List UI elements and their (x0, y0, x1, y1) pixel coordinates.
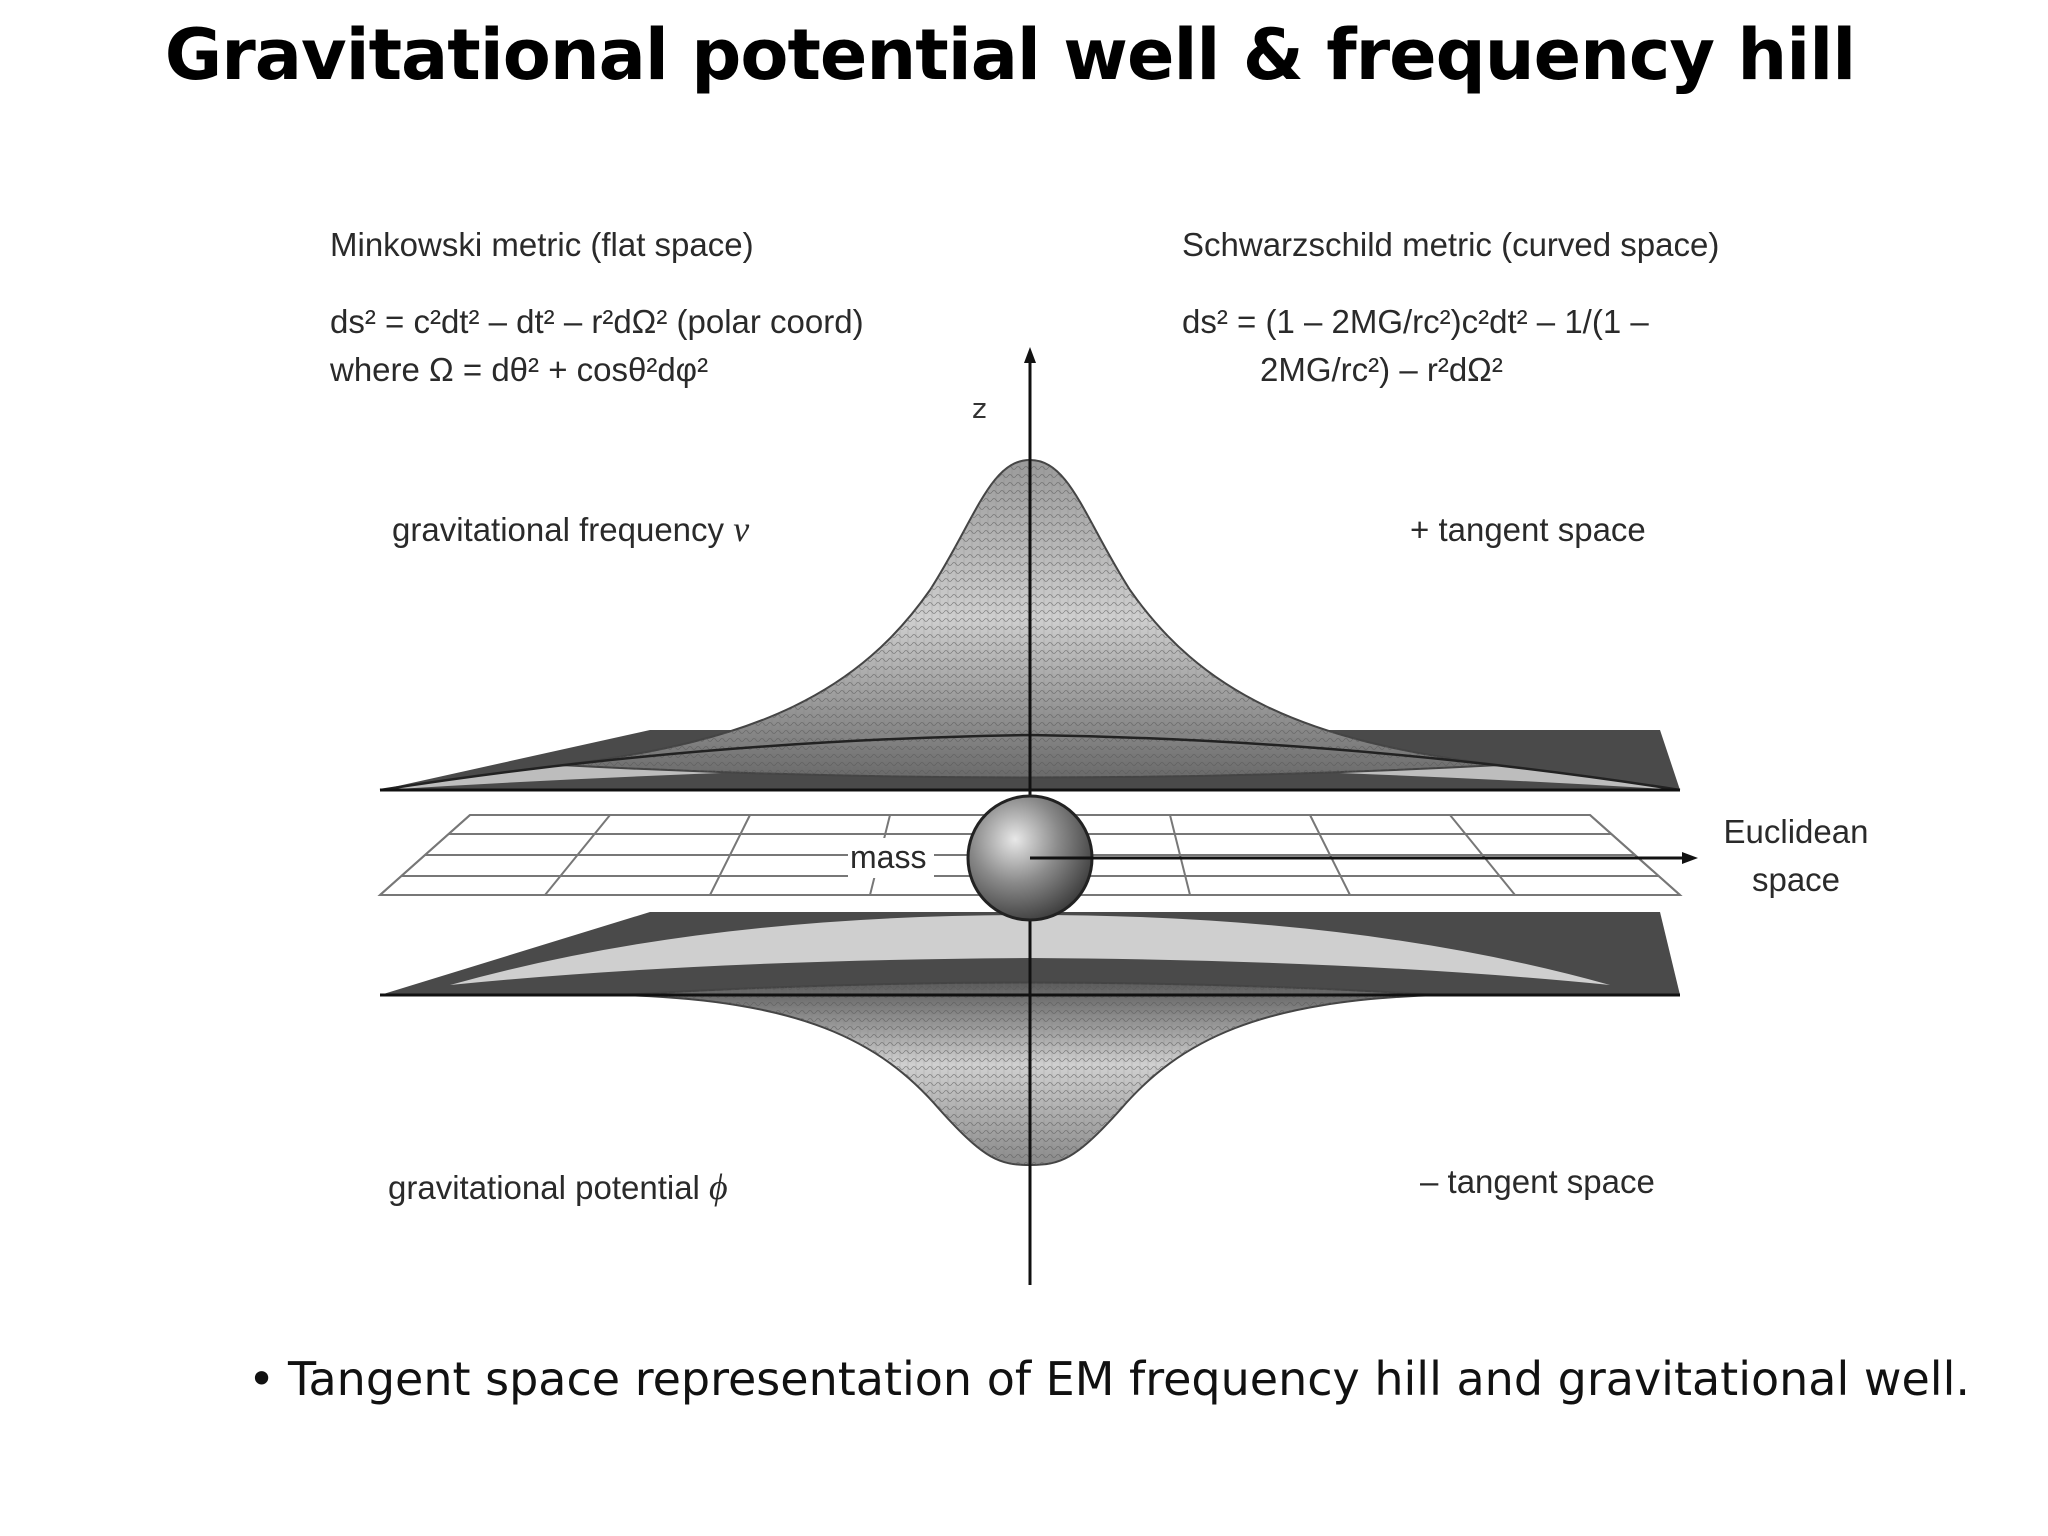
schwarzschild-title: Schwarzschild metric (curved space) (1182, 226, 1720, 263)
plus-tangent-space-label: + tangent space (1410, 511, 1646, 548)
bullet-dot: • (248, 1352, 276, 1406)
potential-label: gravitational potential ϕ (388, 1166, 728, 1209)
caption-bullet: •Tangent space representation of EM freq… (248, 1352, 1970, 1406)
page-title: Gravitational potential well & frequency… (164, 14, 1856, 96)
minkowski-equation: ds² = c²dt² – dt² – r²dΩ² (polar coord) (330, 303, 864, 340)
z-axis-label: z (972, 392, 987, 425)
minkowski-omega-equation: where Ω = dθ² + cosθ²dφ² (330, 351, 709, 388)
schwarzschild-equation-line2: 2MG/rc²) – r²dΩ² (1260, 351, 1503, 388)
space-label: space (1751, 861, 1841, 898)
minkowski-title: Minkowski metric (flat space) (330, 226, 754, 263)
schwarzschild-equation-line1: ds² = (1 – 2MG/rc²)c²dt² – 1/(1 – (1182, 303, 1649, 340)
potential-label-text: gravitational potential (388, 1169, 700, 1206)
euclidean-label: Euclidean (1723, 813, 1869, 850)
frequency-label-text: gravitational frequency (392, 511, 725, 548)
mass-label: mass (850, 839, 927, 875)
nu-symbol: ν (733, 509, 750, 549)
caption-text: Tangent space representation of EM frequ… (288, 1352, 1970, 1406)
phi-symbol: ϕ (709, 1167, 728, 1207)
minus-tangent-space-label: – tangent space (1420, 1163, 1655, 1200)
frequency-label: gravitational frequency ν (392, 508, 749, 551)
